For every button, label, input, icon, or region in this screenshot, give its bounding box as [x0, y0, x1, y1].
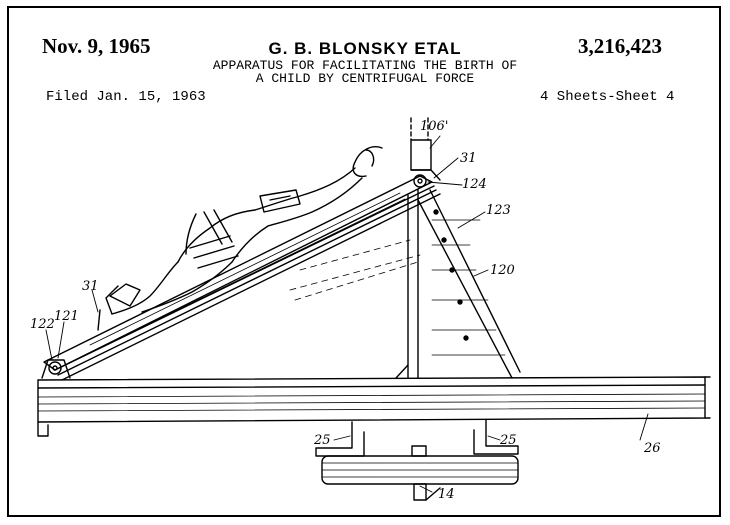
- label-124: 124: [462, 177, 487, 192]
- patent-date: Nov. 9, 1965: [42, 34, 151, 58]
- label-26: 26: [643, 441, 661, 456]
- label-25-right: 25: [499, 433, 517, 448]
- reclining-figure: [105, 146, 383, 315]
- label-123: 123: [486, 203, 511, 218]
- label-121: 121: [54, 309, 79, 324]
- support-column: [395, 189, 521, 379]
- label-120: 120: [490, 263, 515, 278]
- patent-number: 3,216,423: [578, 34, 662, 58]
- foot-support: [97, 283, 141, 331]
- sheet-count: 4 Sheets-Sheet 4: [540, 89, 675, 105]
- dashed-projection: [289, 239, 421, 301]
- label-25-left: 25: [313, 433, 331, 448]
- patent-title-line-1: APPARATUS FOR FACILITATING THE BIRTH OF: [212, 58, 518, 73]
- label-31-top: 31: [460, 151, 477, 166]
- label-31-left: 31: [82, 279, 99, 294]
- patent-title-line-2: A CHILD BY CENTRIFUGAL FORCE: [255, 71, 475, 86]
- base-beam: [37, 376, 711, 437]
- label-106: 106': [420, 119, 448, 134]
- nut-124: [413, 174, 427, 188]
- leader-lines: [45, 135, 649, 493]
- inclined-rail: [43, 175, 441, 381]
- filed-date: Filed Jan. 15, 1963: [46, 89, 206, 105]
- pulley-14: [321, 445, 519, 501]
- inventor-name: G. B. BLONSKY ETAL: [268, 39, 462, 58]
- bracket-25-left: [315, 421, 365, 457]
- label-14: 14: [438, 487, 455, 502]
- hinge-121: [41, 359, 71, 379]
- block-106: [410, 117, 441, 181]
- bracket-25-right: [473, 419, 519, 455]
- label-122: 122: [30, 317, 55, 332]
